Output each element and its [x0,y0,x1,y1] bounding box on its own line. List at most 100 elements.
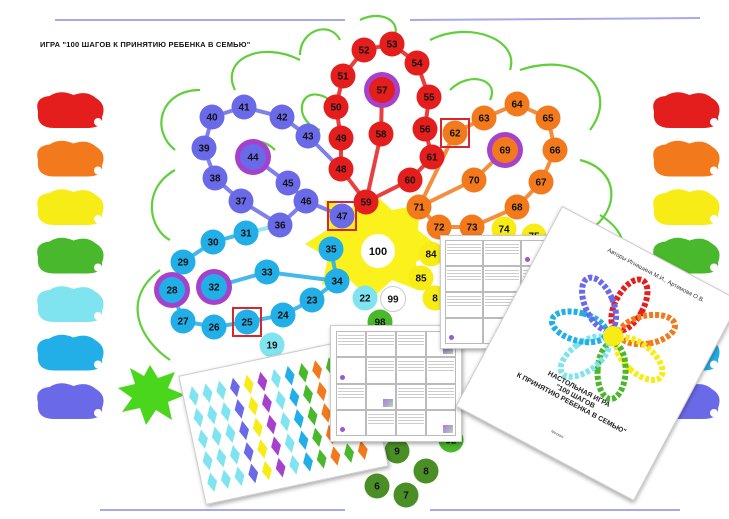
legend-cloud-red-right [653,92,720,128]
game-piece [330,446,341,466]
cell-number: 9 [394,447,400,458]
cell-disc [404,50,430,76]
board-cell-28: 28 [154,272,190,308]
cell-disc [270,302,296,328]
cell-disc [295,123,321,149]
cell-number: 50 [330,103,342,114]
board-cell-46: 46 [293,188,319,214]
question-cell [366,331,396,358]
cell-disc [471,105,497,131]
cell-disc [201,274,227,300]
cell-disc [504,194,530,220]
game-piece [271,436,281,456]
cell-number: 40 [206,113,218,124]
cloud-dot [94,215,102,223]
cell-number: 61 [426,153,438,164]
cell-number: 8 [432,294,438,305]
game-piece [248,396,259,416]
question-cell [445,318,483,344]
cell-number: 41 [238,103,250,114]
game-piece [257,371,268,392]
cell-disc [324,268,350,294]
cell-disc [406,194,432,220]
cloud-dot [94,118,102,126]
board-cell-45: 45 [275,170,301,196]
cell-disc [199,104,225,130]
question-cell [445,266,483,292]
center-cell-100: 100 [361,234,395,268]
board-cell-31: 31 [233,220,259,246]
cloud-dot [94,166,102,175]
board-cell-41: 41 [231,94,257,120]
game-piece [316,381,327,402]
board-cell-85: 85 [408,265,434,291]
legend-cloud-lightblue-left [37,286,104,322]
game-piece [216,447,227,468]
game-piece [271,368,281,389]
question-cell [366,357,396,384]
question-cell [445,292,483,318]
game-piece [289,454,300,475]
board-cell-42: 42 [269,104,295,130]
cell-disc [393,482,419,508]
cell-number: 70 [468,176,480,187]
game-piece [207,472,218,492]
cell-number: 30 [207,238,219,249]
game-piece [298,430,309,451]
board-cell-24: 24 [270,302,296,328]
game-piece [289,387,300,408]
question-cell [483,266,521,292]
cell-disc [368,121,394,147]
cell-number: 99 [387,295,399,306]
question-cell [426,383,456,410]
question-card-left [330,325,462,442]
cell-number: 39 [198,144,210,155]
question-cell [445,240,483,266]
game-piece [275,457,286,478]
cell-disc [202,165,228,191]
game-piece [207,404,218,425]
cell-number: 37 [235,197,247,208]
board-cell-58: 58 [368,121,394,147]
question-cell [336,409,366,436]
center-number: 100 [369,246,387,258]
game-piece [275,390,286,410]
cell-number: 85 [415,274,427,285]
cell-disc [397,167,423,193]
legend-cloud-orange-right [653,140,720,177]
board-cell-36: 36 [267,212,293,238]
board-cell-67: 67 [528,169,554,195]
cell-number: 31 [240,229,252,240]
game-piece [262,393,272,413]
question-cell [366,409,396,436]
cell-number: 43 [302,132,314,143]
board-cell-55: 55 [416,84,442,110]
game-piece [307,406,318,426]
board-cell-43: 43 [295,123,321,149]
board-cell-50: 50 [323,94,349,120]
game-piece [188,386,199,406]
cell-number: 56 [419,125,431,136]
flower-petal-violet [579,274,620,334]
cell-disc [329,203,355,229]
cell-number: 34 [331,277,343,288]
cell-disc [461,167,487,193]
board-cell-61: 61 [419,144,445,170]
board-cell-62: 62 [440,118,470,148]
cell-disc [299,287,325,313]
cell-number: 98 [374,318,386,329]
game-piece [239,420,249,441]
board-cell-48: 48 [328,156,354,182]
board-cell-52: 52 [351,37,377,63]
cloud-dot [710,360,718,369]
cell-number: 38 [209,174,221,185]
cell-disc [528,169,554,195]
cell-number: 73 [466,223,478,234]
cell-disc [419,144,445,170]
board-cell-60: 60 [397,167,423,193]
game-piece [262,460,272,481]
board-cell-44: 44 [235,139,271,175]
board-cell-53: 53 [379,31,405,57]
game-piece [193,407,204,428]
game-piece [257,439,268,459]
